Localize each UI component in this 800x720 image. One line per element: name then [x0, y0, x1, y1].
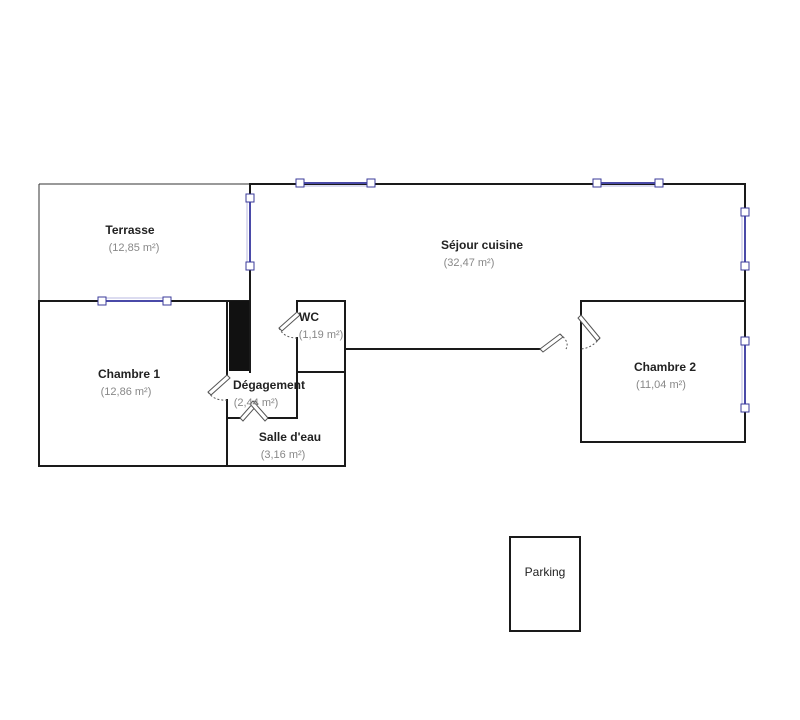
room-area-terrasse: (12,85 m²) — [109, 242, 160, 254]
window-chambre1 — [97, 296, 172, 306]
room-area-degagement: (2,44 m²) — [234, 397, 279, 409]
door-chambre1 — [207, 374, 231, 401]
room-name-chambre2: Chambre 2 — [634, 360, 696, 374]
room-name-terrasse: Terrasse — [105, 223, 154, 237]
room-area-wc: (1,19 m²) — [299, 329, 344, 341]
room-name-wc: WC — [299, 310, 319, 324]
duct-block — [229, 301, 249, 371]
window-top-left — [295, 178, 376, 188]
door-sejour-hall — [539, 333, 568, 353]
room-area-chambre1: (12,86 m²) — [101, 386, 152, 398]
parking-label: Parking — [525, 565, 566, 579]
room-area-sejour: (32,47 m²) — [444, 257, 495, 269]
terrace-outline — [38, 183, 250, 301]
room-name-sejour: Séjour cuisine — [441, 238, 523, 252]
door-wc — [278, 311, 301, 339]
room-name-salle-eau: Salle d'eau — [259, 430, 321, 444]
window-top-right — [592, 178, 664, 188]
room-area-salle-eau: (3,16 m²) — [261, 449, 306, 461]
door-chambre2 — [577, 314, 601, 350]
door-salle-eau — [239, 400, 269, 422]
window-right-lower — [740, 336, 750, 413]
window-terrace-side — [245, 193, 255, 271]
room-area-chambre2: (11,04 m²) — [636, 379, 686, 391]
window-right-upper — [740, 207, 750, 271]
parking-box — [509, 536, 581, 632]
room-name-chambre1: Chambre 1 — [98, 367, 160, 381]
room-name-degagement: Dégagement — [233, 378, 305, 392]
